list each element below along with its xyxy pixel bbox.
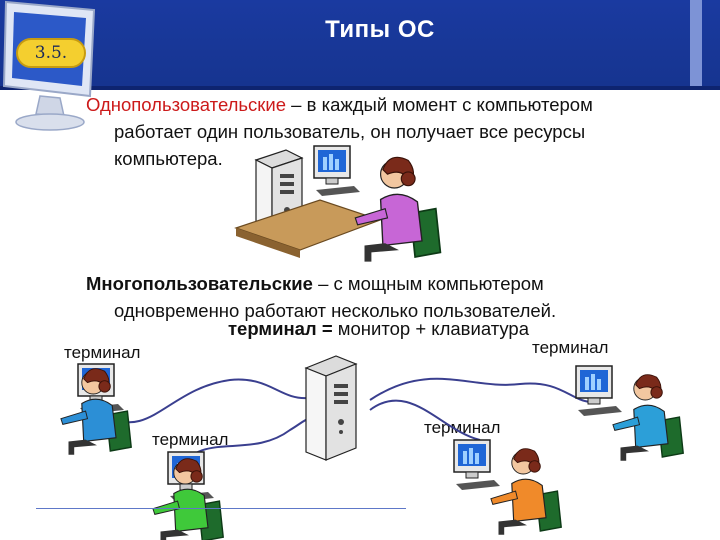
terminal-formula: терминал = монитор + клавиатура: [228, 318, 529, 340]
single-user-line2: работает один пользователь, он получает …: [114, 121, 586, 142]
slide-title: Типы ОС: [325, 16, 435, 43]
header-bottom-border: [0, 86, 720, 90]
slide-header: Типы ОС: [0, 0, 720, 90]
slide-number-badge: 3.5.: [16, 38, 86, 68]
terminal-label-top-left: терминал: [64, 343, 141, 362]
formula-rest: монитор + клавиатура: [337, 318, 529, 339]
terminal-user-top-right: [575, 365, 623, 417]
single-user-paragraph: Однопользовательские – в каждый момент с…: [86, 91, 706, 172]
single-user-line3: компьютера.: [114, 148, 223, 169]
header-accent-band: [690, 0, 702, 90]
terminal-label-bottom-left: терминал: [152, 430, 229, 449]
formula-term: терминал: [228, 318, 317, 339]
bottom-rule: [36, 508, 406, 509]
terminal-user-bottom-right: [453, 439, 501, 491]
terminal-label-top-right: терминал: [532, 338, 609, 357]
server-tower-icon: [304, 355, 358, 461]
single-user-line1: – в каждый момент с компьютером: [286, 94, 593, 115]
multi-user-paragraph: Многопользовательские – с мощным компьют…: [86, 270, 706, 324]
formula-equals: =: [316, 318, 338, 339]
single-user-term: Однопользовательские: [86, 94, 287, 115]
user-at-computer-icon: [313, 145, 361, 197]
terminal-label-bottom-right: терминал: [424, 418, 501, 437]
multi-user-line1: – с мощным компьютером: [312, 273, 544, 294]
multi-user-line2: одновременно работают несколько пользова…: [114, 300, 557, 321]
multi-user-term: Многопользовательские: [86, 273, 313, 294]
